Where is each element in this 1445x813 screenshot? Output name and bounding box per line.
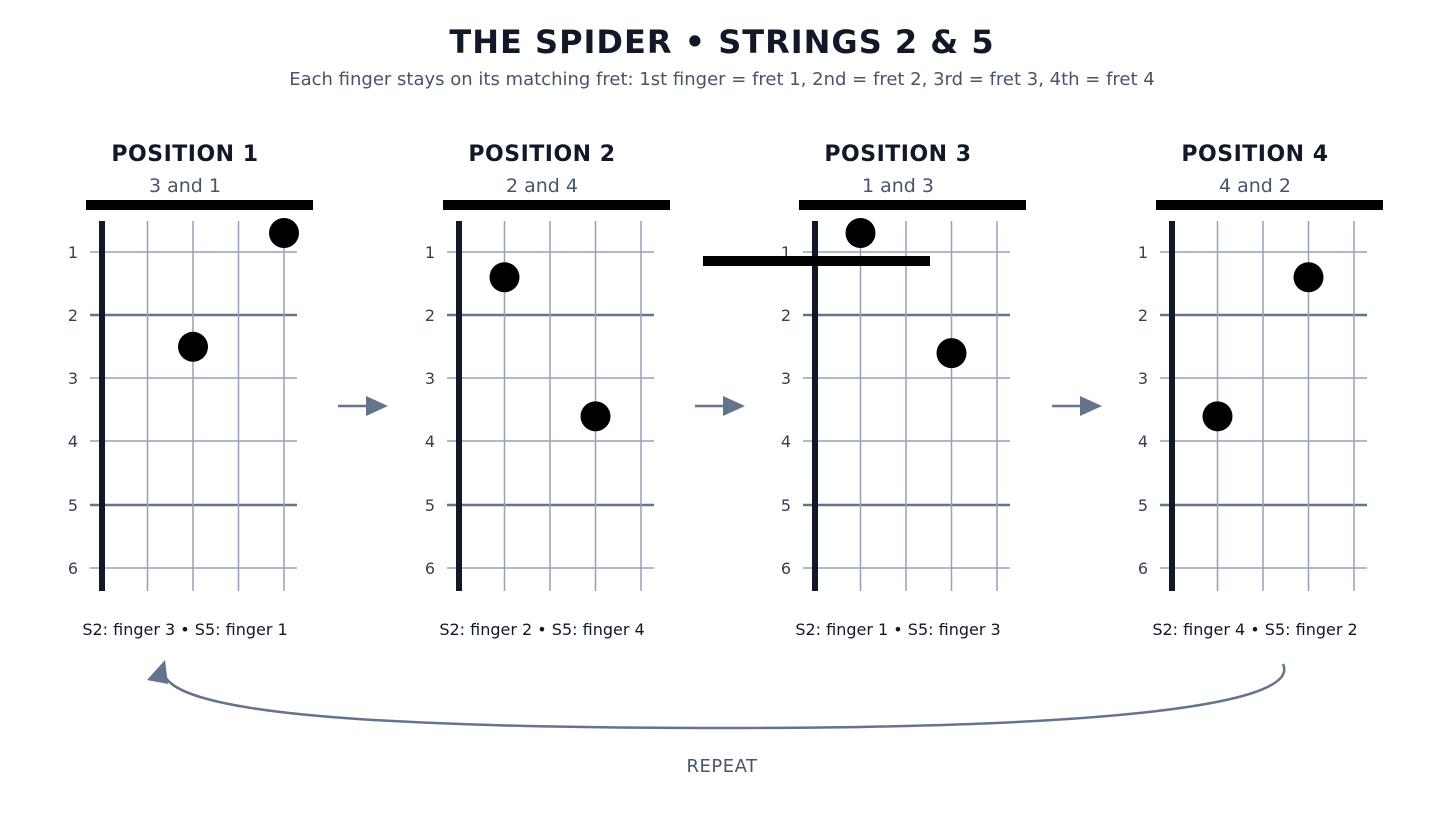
overlap-bar xyxy=(703,256,930,266)
finger-dot xyxy=(269,218,299,249)
fret-number: 2 xyxy=(425,306,435,325)
fret-number: 2 xyxy=(68,306,78,325)
fret-number: 6 xyxy=(1138,559,1148,578)
fret-number: 5 xyxy=(781,496,791,515)
fret-number: 1 xyxy=(425,243,435,262)
flow-arrow xyxy=(1052,396,1102,416)
position-2: POSITION 2 2 and 4 1 2 3 4 5 6S2: finger 2 • S5… xyxy=(425,142,670,639)
position-title: POSITION 3 xyxy=(824,142,971,167)
position-subtitle: 4 and 2 xyxy=(1219,175,1291,197)
flow-arrow xyxy=(338,396,388,416)
finger-dot xyxy=(1202,401,1233,432)
fret-number: 4 xyxy=(1138,432,1148,451)
finger-dot xyxy=(845,218,876,249)
position-caption: S2: finger 4 • S5: finger 2 xyxy=(1152,620,1357,639)
position-caption: S2: finger 3 • S5: finger 1 xyxy=(82,620,287,639)
position-3: POSITION 3 1 and 3 1 2 3 4 5 6S2: finger 1 • S5… xyxy=(781,142,1026,639)
position-title: POSITION 2 xyxy=(468,142,615,167)
fret-number: 4 xyxy=(781,432,791,451)
fret-number: 6 xyxy=(425,559,435,578)
position-1: POSITION 1 3 and 1 1 2 3 4 5 6S2: finger 3 • S5… xyxy=(68,142,313,639)
finger-dot xyxy=(178,331,208,362)
fret-number: 1 xyxy=(781,243,791,262)
nut-bar xyxy=(799,200,1026,210)
nut-bar xyxy=(86,200,313,210)
fret-number: 3 xyxy=(1138,369,1148,388)
fret-number: 3 xyxy=(425,369,435,388)
nut-bar xyxy=(1156,200,1383,210)
diagrams: POSITION 1 3 and 1 1 2 3 4 5 6S2: finger 3 • S5… xyxy=(68,142,1383,639)
repeat-arrow xyxy=(147,660,1286,730)
repeat-label: REPEAT xyxy=(686,756,758,777)
finger-dot xyxy=(489,262,520,293)
fret-number: 5 xyxy=(1138,496,1148,515)
fret-number: 6 xyxy=(68,559,78,578)
position-4: POSITION 4 4 and 2 1 2 3 4 5 6S2: finger 4 • S5… xyxy=(1138,142,1383,639)
fret-number: 4 xyxy=(425,432,435,451)
fret-number: 1 xyxy=(1138,243,1148,262)
fret-number: 3 xyxy=(68,369,78,388)
fret-number: 2 xyxy=(781,306,791,325)
nut-bar xyxy=(443,200,670,210)
finger-dot xyxy=(936,338,967,369)
position-caption: S2: finger 1 • S5: finger 3 xyxy=(795,620,1000,639)
fret-number: 3 xyxy=(781,369,791,388)
position-subtitle: 2 and 4 xyxy=(506,175,578,197)
position-subtitle: 3 and 1 xyxy=(149,175,221,197)
page-subtitle: Each finger stays on its matching fret: … xyxy=(289,69,1155,90)
fret-number: 4 xyxy=(68,432,78,451)
finger-dot xyxy=(580,401,611,432)
fret-number: 1 xyxy=(68,243,78,262)
page-title: THE SPIDER • STRINGS 2 & 5 xyxy=(449,23,994,61)
fret-number: 2 xyxy=(1138,306,1148,325)
fret-number: 5 xyxy=(68,496,78,515)
position-title: POSITION 1 xyxy=(111,142,258,167)
position-subtitle: 1 and 3 xyxy=(862,175,934,197)
fret-number: 5 xyxy=(425,496,435,515)
finger-dot xyxy=(1293,262,1324,293)
flow-arrow xyxy=(695,396,745,416)
position-title: POSITION 4 xyxy=(1181,142,1328,167)
fret-number: 6 xyxy=(781,559,791,578)
position-caption: S2: finger 2 • S5: finger 4 xyxy=(439,620,644,639)
